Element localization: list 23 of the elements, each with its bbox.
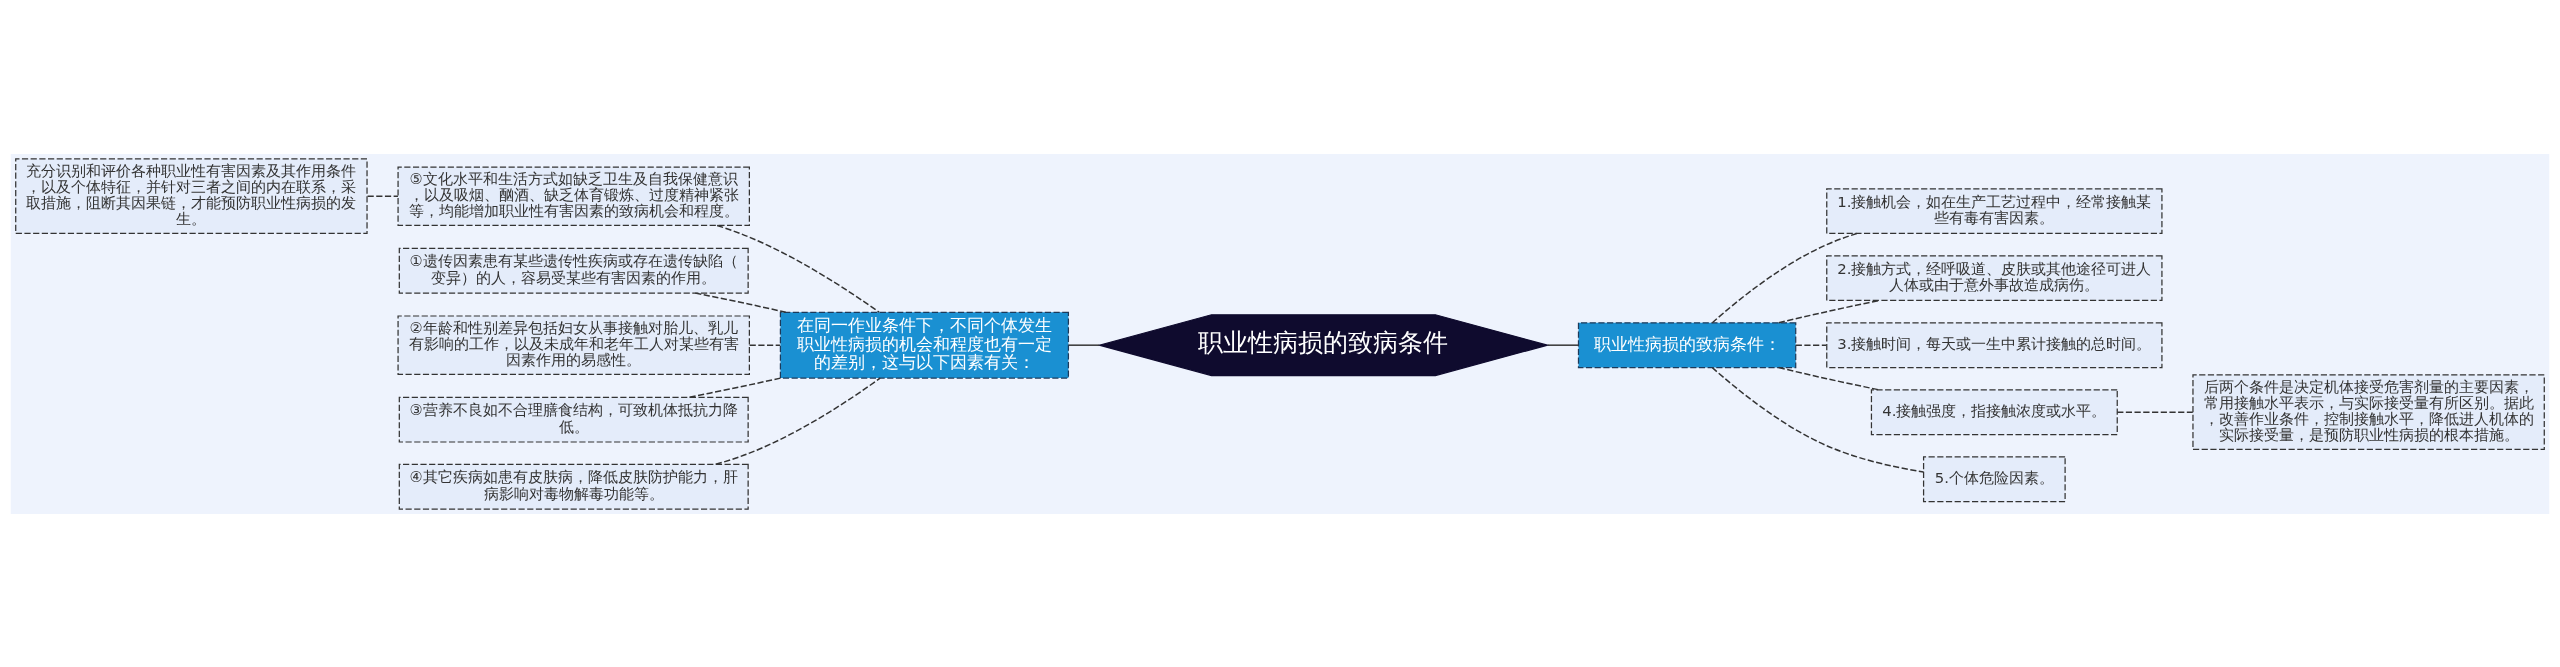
node-box: 4.接触强度，指接触浓度或水平。 [1870,388,2118,435]
node-box: ④其它疾病如患有皮肤病，降低皮肤防护能力，肝病影响对毒物解毒功能等。 [398,463,749,510]
connector [2116,410,2194,413]
node-box: 3.接触时间，每天或一生中累计接触的总时间。 [1826,321,2163,368]
connector [1068,343,1100,346]
node-box: ②年龄和性别差异包括妇女从事接触对胎儿、乳儿有影响的工作，以及未成年和老年工人对某些有害因素作用的易感性。 [397,314,750,375]
node-box: 1.接触机会，如在生产工艺过程中，经常接触某些有毒有害因素。 [1826,187,2163,234]
node-box: 5.个体危险因素。 [1922,455,2066,502]
node-box: 后两个条件是决定机体接受危害剂量的主要因素，常用接触水平表示，与实际接受量有所区别。据此，改善作业条件，控制接触水平，降低进人机体的实际接受量，是预防职业性病损的根本措施。 [2192,373,2545,450]
node-box: ③营养不良如不合理膳食结构，可致机体抵抗力降低。 [398,396,749,443]
node-box: ⑤文化水平和生活方式如缺乏卫生及自我保健意识，以及吸烟、酗酒、缺乏体育锻炼、过度精神紧张等，均能增加职业性有害因素的致病机会和程度。 [397,165,750,226]
node-box: 在同一作业条件下，不同个体发生职业性病损的机会和程度也有一定的差别，这与以下因素有关： [779,311,1070,379]
node-box: 充分识别和评价各种职业性有害因素及其作用条件，以及个体特征，并针对三者之间的内在联系，采取措施，阻断其因果链，才能预防职业性病损的发生。 [15,157,368,234]
node-box: 职业性病损的致病条件： [1577,321,1797,368]
connector [1547,343,1580,346]
node-box: 2.接触方式，经呼吸道、皮肤或其他途径可进人人体或由于意外事故造成病伤。 [1826,254,2163,301]
connector [1795,343,1827,346]
node-box: ①遗传因素患有某些遗传性疾病或存在遗传缺陷（变异）的人，容易受某些有害因素的作用。 [398,247,749,294]
connector [1711,232,1858,323]
connector [366,194,399,197]
connector [1711,366,1925,473]
connector [1777,366,1880,391]
connector [748,343,781,346]
